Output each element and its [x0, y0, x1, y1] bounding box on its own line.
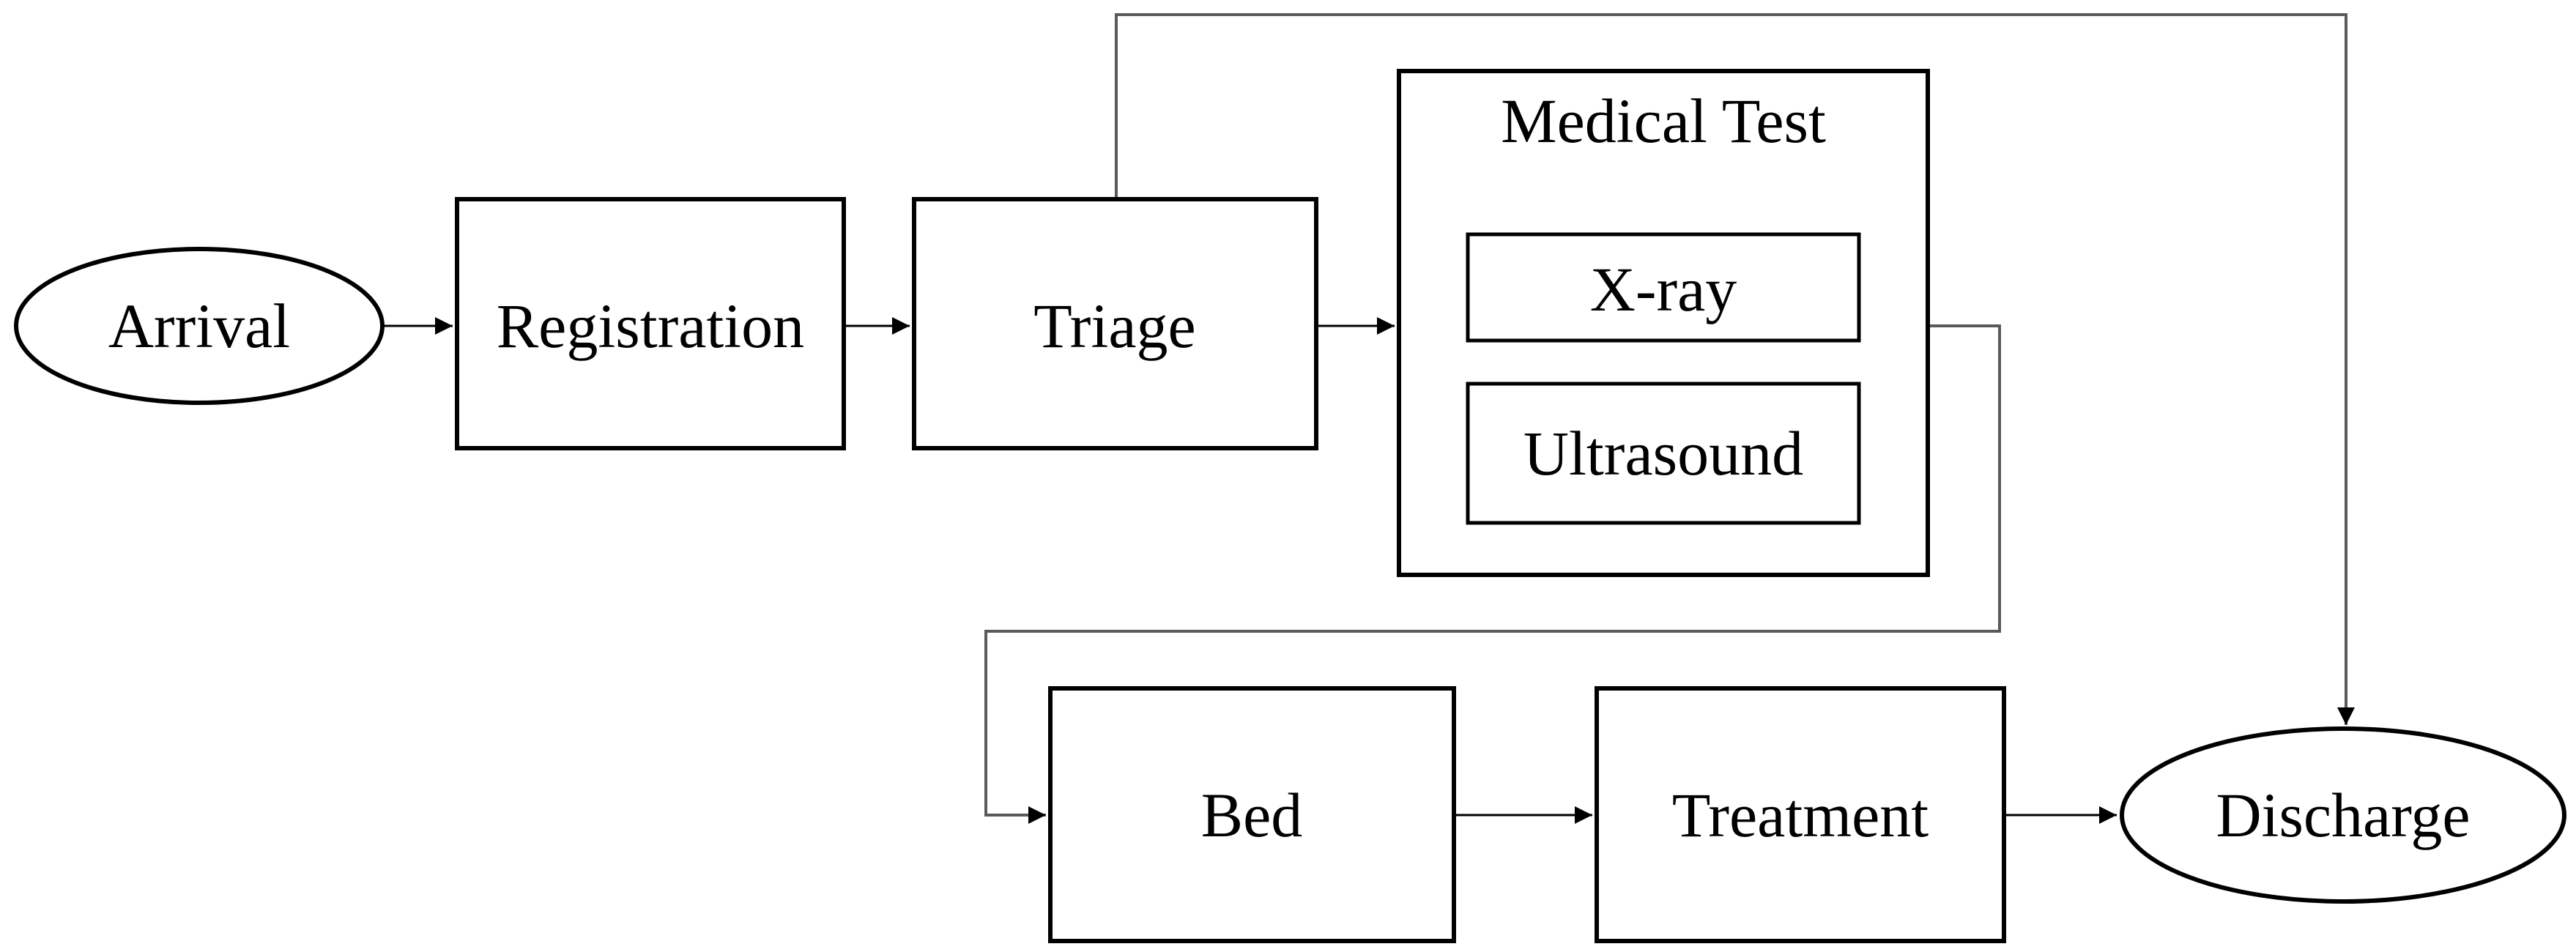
node-triage: Triage [912, 197, 1318, 450]
discharge-ellipse [2120, 726, 2566, 904]
node-ultrasound: Ultrasound [1466, 382, 1861, 525]
edges [382, 13, 2355, 824]
node-medical-test: Medical Test X-ray Ultrasound [1397, 69, 1930, 577]
arrival-ellipse [14, 247, 385, 405]
triage-label: Triage [1033, 291, 1195, 361]
treatment-label: Treatment [1672, 780, 1929, 850]
registration-box [455, 197, 846, 450]
xray-label: X-ray [1590, 254, 1737, 324]
node-discharge: Discharge [2120, 726, 2566, 904]
medical-test-label: Medical Test [1501, 86, 1826, 156]
arrival-label: Arrival [108, 291, 290, 361]
treatment-box [1595, 686, 2006, 943]
ultrasound-box [1466, 382, 1861, 525]
node-registration: Registration [455, 197, 846, 450]
registration-label: Registration [497, 291, 804, 361]
node-xray: X-ray [1466, 232, 1861, 343]
xray-box [1466, 232, 1861, 343]
triage-box [912, 197, 1318, 450]
edge-triage-discharge [1115, 13, 2355, 725]
node-bed: Bed [1048, 686, 1456, 943]
bed-box [1048, 686, 1456, 943]
edge-medical-test-bed [984, 324, 2001, 824]
ultrasound-label: Ultrasound [1523, 418, 1803, 488]
discharge-label: Discharge [2216, 780, 2470, 850]
node-arrival: Arrival [14, 247, 385, 405]
bed-label: Bed [1201, 780, 1303, 850]
node-treatment: Treatment [1595, 686, 2006, 943]
